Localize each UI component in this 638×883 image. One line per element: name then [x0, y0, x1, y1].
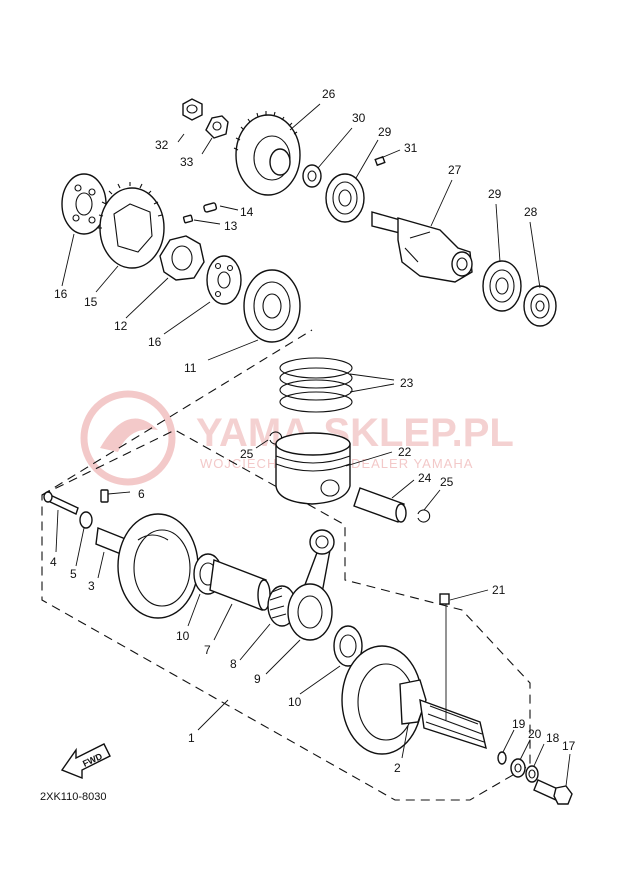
part-6-key	[100, 489, 109, 503]
callout-9: 9	[254, 672, 261, 686]
callout-26: 26	[322, 87, 336, 101]
callout-19: 19	[512, 717, 526, 731]
callout-25b: 25	[440, 475, 454, 489]
part-17-bolt	[533, 779, 573, 805]
callout-20: 20	[528, 727, 542, 741]
part-22-piston	[275, 432, 351, 505]
callout-18: 18	[546, 731, 560, 745]
callout-24: 24	[418, 471, 432, 485]
callout-28: 28	[524, 205, 538, 219]
part-10-washer-right	[333, 625, 363, 667]
fwd-arrow-icon: FWD	[60, 743, 111, 780]
part-5-washer	[79, 511, 93, 529]
outline-leader	[41, 329, 313, 496]
part-29-bearing-lower	[482, 260, 522, 312]
part-4-bolt	[43, 491, 79, 515]
part-24-piston-pin	[353, 487, 407, 523]
part-25-clip-right	[417, 509, 431, 523]
watermark-brand: YAMA-SKLEP.PL	[196, 411, 514, 455]
callout-2: 2	[394, 761, 401, 775]
part-12-hub	[159, 235, 205, 281]
callout-10a: 10	[176, 629, 190, 643]
callout-4: 4	[50, 555, 57, 569]
part-29-bearing-upper	[325, 173, 365, 223]
part-20-washer	[510, 758, 526, 778]
callout-25a: 25	[240, 447, 254, 461]
callout-5: 5	[70, 567, 77, 581]
part-13-pin	[182, 214, 194, 224]
part-2-crank-right	[341, 645, 487, 755]
callout-32: 32	[155, 138, 169, 152]
callout-10b: 10	[288, 695, 302, 709]
part-18-washer	[525, 765, 539, 783]
callout-labels: 32 33 26 30 29 31 27 29 28 14 13 16 15 1…	[50, 87, 576, 775]
callout-12: 12	[114, 319, 128, 333]
callout-1: 1	[188, 731, 195, 745]
part-21-key	[439, 593, 450, 605]
callout-8: 8	[230, 657, 237, 671]
callout-29b: 29	[488, 187, 502, 201]
callout-3: 3	[88, 579, 95, 593]
callout-23: 23	[400, 376, 414, 390]
part-9-connecting-rod	[287, 529, 335, 641]
callout-13: 13	[224, 219, 238, 233]
callout-31: 31	[404, 141, 418, 155]
part-26-primary-gear	[233, 111, 301, 196]
callout-16a: 16	[54, 287, 68, 301]
callout-14: 14	[240, 205, 254, 219]
callout-29a: 29	[378, 125, 392, 139]
part-33-lock-washer	[205, 115, 229, 139]
diagram-code: 2XK110-8030	[40, 791, 106, 803]
callout-11: 11	[184, 361, 197, 375]
callout-33: 33	[180, 155, 194, 169]
part-32-nut	[182, 98, 203, 121]
part-16-plate-lower	[206, 255, 242, 305]
part-27-balancer-shaft	[371, 211, 473, 283]
part-3-crank-left	[95, 513, 199, 619]
part-11-bearing	[243, 269, 301, 343]
callout-16b: 16	[148, 335, 162, 349]
callout-17: 17	[562, 739, 576, 753]
callout-27: 27	[448, 163, 462, 177]
part-23-piston-rings	[279, 357, 353, 413]
part-28-bearing	[523, 285, 557, 327]
part-19-o-ring	[497, 751, 507, 765]
watermark-logo-swirl	[100, 418, 158, 452]
callout-21: 21	[492, 583, 506, 597]
callout-30: 30	[352, 111, 366, 125]
leader-lines	[55, 103, 571, 787]
part-31-key	[374, 155, 386, 167]
callout-6: 6	[138, 487, 145, 501]
callout-7: 7	[204, 643, 211, 657]
part-30-spacer	[302, 164, 322, 188]
watermark-logo-icon	[80, 390, 176, 486]
part-15-gear	[98, 182, 165, 269]
callout-22: 22	[398, 445, 412, 459]
part-14-pin	[203, 202, 218, 213]
callout-15: 15	[84, 295, 98, 309]
part-7-crank-pin	[209, 559, 271, 611]
